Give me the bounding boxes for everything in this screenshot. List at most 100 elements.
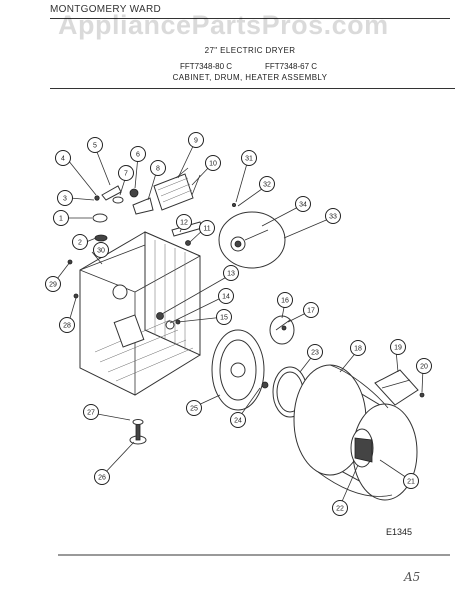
callout-number: 18 (354, 346, 362, 353)
callout-circle (216, 309, 232, 325)
callout-circle (223, 265, 239, 281)
callout-number: 33 (329, 214, 337, 221)
callout-20: 20 (416, 358, 432, 374)
callout-18: 18 (350, 340, 366, 356)
callout-3: 3 (57, 190, 73, 206)
callout-9: 9 (188, 132, 204, 148)
callout-number: 31 (245, 156, 253, 163)
callout-16: 16 (277, 292, 293, 308)
callout-28: 28 (59, 317, 75, 333)
watermark: AppliancePartsPros.com (58, 10, 389, 40)
callout-33: 33 (325, 208, 341, 224)
callout-number: 9 (194, 138, 198, 145)
callout-number: 15 (220, 315, 228, 322)
callout-number: 24 (234, 418, 242, 425)
callout-27: 27 (83, 404, 99, 420)
callout-number: 22 (336, 506, 344, 513)
callout-12: 12 (176, 214, 192, 230)
callout-10: 10 (205, 155, 221, 171)
callout-2: 2 (72, 234, 88, 250)
callout-number: 3 (63, 196, 67, 203)
callout-circle (94, 469, 110, 485)
callout-circle (295, 196, 311, 212)
callout-14: 14 (218, 288, 234, 304)
callout-number: 26 (98, 475, 106, 482)
callout-11: 11 (199, 220, 215, 236)
callout-31: 31 (241, 150, 257, 166)
bracket-parts (156, 312, 181, 330)
callout-22: 22 (332, 500, 348, 516)
callout-number: 34 (299, 202, 307, 209)
callout-number: 11 (203, 226, 210, 233)
callout-circle (59, 317, 75, 333)
callout-number: 1 (59, 216, 63, 223)
callout-circle (205, 155, 221, 171)
bearing-part (261, 381, 269, 389)
callout-number: 5 (93, 143, 97, 150)
callout-number: 14 (222, 294, 230, 301)
callout-circle (230, 412, 246, 428)
model-number-a: FFT7348-80 C (180, 62, 233, 71)
callout-number: 25 (190, 406, 198, 413)
callout-13: 13 (223, 265, 239, 281)
leveling-foot-part (129, 419, 147, 445)
callout-number: 23 (311, 350, 319, 357)
model-number-b: FFT7348-67 C (265, 62, 318, 71)
callout-circle (53, 210, 69, 226)
callout-24: 24 (230, 412, 246, 428)
header-rule-top (50, 18, 450, 19)
small-parts-top (67, 167, 203, 299)
callout-circle (307, 344, 323, 360)
callout-25: 25 (186, 400, 202, 416)
callout-number: 13 (227, 271, 235, 278)
callout-number: 17 (307, 308, 315, 315)
diagram-title: 27" ELECTRIC DRYER (204, 46, 296, 55)
cabinet-part (79, 231, 201, 396)
callout-4: 4 (55, 150, 71, 166)
callout-34: 34 (295, 196, 311, 212)
callout-number: 29 (49, 282, 57, 289)
callout-7: 7 (118, 165, 134, 181)
callout-30: 30 (93, 242, 109, 258)
callout-number: 4 (61, 156, 65, 163)
callout-circle (303, 302, 319, 318)
callout-circle (87, 137, 103, 153)
callout-number: 8 (156, 166, 160, 173)
idler-detail-part (218, 202, 286, 269)
diagram-subtitle: CABINET, DRUM, HEATER ASSEMBLY (172, 73, 328, 82)
callout-number: 19 (394, 345, 402, 352)
callout-circle (403, 473, 419, 489)
signature-mark: A5 (404, 570, 421, 584)
callout-1: 1 (53, 210, 69, 226)
callout-circle (118, 165, 134, 181)
callout-circle (186, 400, 202, 416)
callout-circle (241, 150, 257, 166)
callout-number: 27 (87, 410, 95, 417)
callout-number: 28 (63, 323, 71, 330)
callout-circle (57, 190, 73, 206)
callout-26: 26 (94, 469, 110, 485)
callout-5: 5 (87, 137, 103, 153)
callout-circle (390, 339, 406, 355)
callout-circle (218, 288, 234, 304)
callout-15: 15 (216, 309, 232, 325)
callout-number: 6 (136, 152, 140, 159)
callout-6: 6 (130, 146, 146, 162)
callout-number: 32 (263, 182, 271, 189)
callout-number: 10 (209, 161, 217, 168)
callout-number: 21 (407, 479, 415, 486)
callout-circle (325, 208, 341, 224)
callout-circle (45, 276, 61, 292)
callout-8: 8 (150, 160, 166, 176)
callout-32: 32 (259, 176, 275, 192)
callout-circle (130, 146, 146, 162)
callout-number: 7 (124, 171, 128, 178)
callout-circle (350, 340, 366, 356)
drum-baffle-part (374, 369, 425, 406)
brand-label: MONTGOMERY WARD (50, 4, 161, 15)
callout-circle (83, 404, 99, 420)
callout-29: 29 (45, 276, 61, 292)
callout-circle (199, 220, 215, 236)
drum-roller-part (269, 315, 295, 345)
